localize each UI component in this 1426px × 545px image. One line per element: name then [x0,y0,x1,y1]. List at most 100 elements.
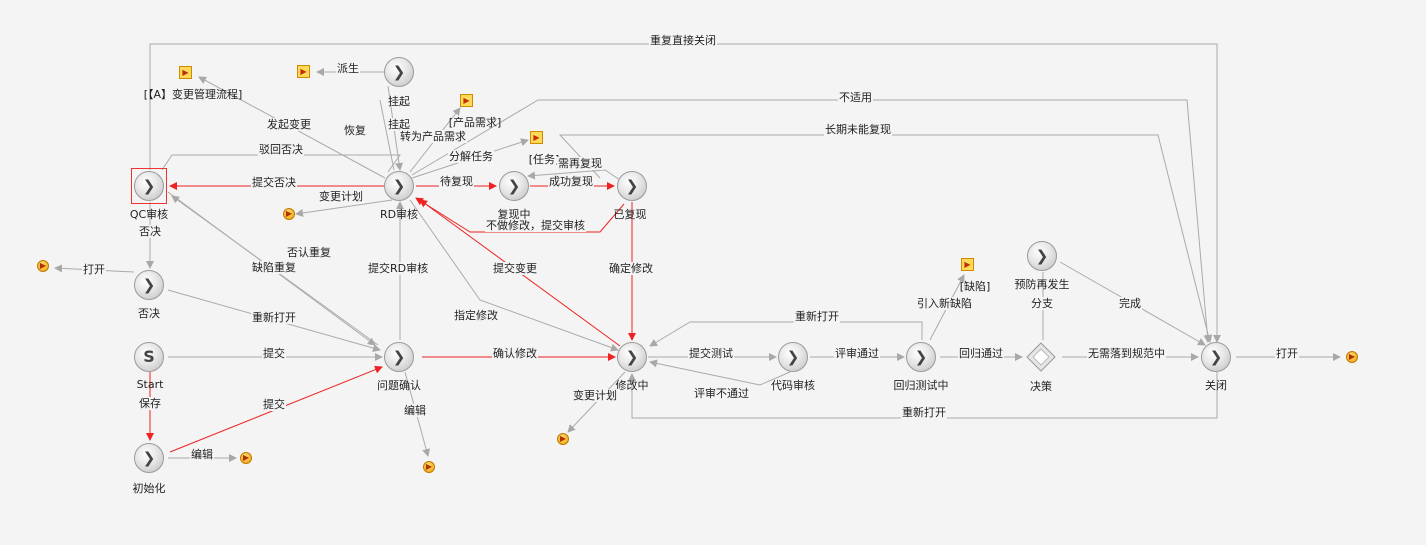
edge-assign-fix[interactable] [409,199,619,352]
chevron-right-icon: ❯ [392,62,406,81]
edge-label-edit-2: 编辑 [403,404,427,417]
edge-label-submit-test: 提交测试 [688,347,734,360]
label-task: [任务] [528,153,560,166]
edge-need-repro[interactable] [527,169,621,181]
selection-highlight [131,168,167,204]
edge-label-long-term: 长期未能复现 [824,123,892,136]
edge-no-fix-submit[interactable] [415,197,625,233]
edge-resume[interactable] [379,99,395,171]
edge-label-open-close: 打开 [1275,347,1299,360]
chevron-right-icon: ❯ [1035,246,1049,265]
subprocess-derive-icon[interactable]: ▶ [297,65,310,78]
node-init[interactable]: ❯ [134,443,164,473]
node-rejected[interactable]: ❯ [134,270,164,300]
edge-label-deny-repeat: 否认重复 [286,246,332,259]
label-reproduced: 已复现 [613,208,647,221]
node-closed[interactable]: ❯ [1201,342,1231,372]
node-code-review[interactable]: ❯ [778,342,808,372]
node-rd-review[interactable]: ❯ [384,171,414,201]
edge-label-repro-ok: 成功复现 [548,175,594,188]
label-start: Start [136,378,164,391]
chevron-right-icon: ❯ [1209,347,1223,366]
edge-label-change-plan-rd: 变更计划 [318,190,364,203]
edge-label-no-need: 无需落到规范中 [1087,347,1166,360]
label-product-req: [产品需求] [448,116,502,129]
subprocess-change-mgmt-icon[interactable]: ▶ [179,66,192,79]
edge-label-edit-1: 编辑 [190,448,214,461]
edge-label-reopen-2: 重新打开 [794,310,840,323]
edge-reject-back[interactable] [161,154,401,173]
node-fixing[interactable]: ❯ [617,342,647,372]
edge-label-open-r: 打开 [82,263,106,276]
edge-label-to-product-req: 转为产品需求 [399,130,467,143]
node-reproduced[interactable]: ❯ [617,171,647,201]
chevron-right-icon: ❯ [142,448,156,467]
edge-label-wait-repro: 待复现 [439,175,474,188]
label-code-review: 代码审核 [771,379,815,392]
chevron-right-icon: ❯ [914,347,928,366]
edge-label-submit-1: 提交 [262,347,286,360]
chevron-right-icon: ❯ [392,176,406,195]
edge-label-not-applicable: 不适用 [838,91,873,104]
edge-label-submit-reject: 提交否决 [251,176,297,189]
subprocess-task-icon[interactable]: ▶ [530,131,543,144]
chevron-right-icon: ❯ [625,347,639,366]
node-qc-review[interactable]: ❯ [134,171,164,201]
terminal-open-reject-icon[interactable]: ▶ [37,260,49,272]
edge-label-reopen-1: 重新打开 [251,311,297,324]
node-issue-confirm[interactable]: ❯ [384,342,414,372]
node-decision[interactable] [1026,342,1056,372]
edge-label-derive: 派生 [336,62,360,75]
terminal-change-plan-icon[interactable]: ▶ [283,208,295,220]
edge-label-repeat-close: 重复直接关闭 [649,34,717,47]
edge-label-confirm-fix: 确认修改 [492,347,538,360]
chevron-right-icon: ❯ [142,275,156,294]
edge-label-branch: 分支 [1030,297,1054,310]
edge-label-introduce-defect: 引入新缺陷 [916,297,973,310]
edge-label-confirm-fix-r: 确定修改 [608,262,654,275]
label-rejected: 否决 [138,307,160,320]
edge-long-term[interactable] [558,134,1213,343]
edge-label-resume: 恢复 [343,124,367,137]
edge-label-reopen-3: 重新打开 [901,406,947,419]
edge-label-review-pass: 评审通过 [834,347,880,360]
edge-label-submit-2: 提交 [262,398,286,411]
edge-review-fail[interactable] [649,359,791,386]
terminal-edit-issue-icon[interactable]: ▶ [423,461,435,473]
label-rd-review: RD审核 [379,208,419,221]
label-reproducing: 复现中 [497,208,531,221]
label-suspend: 挂起 [388,95,410,108]
label-issue-confirm: 问题确认 [377,379,421,392]
terminal-edit-init-icon[interactable]: ▶ [240,452,252,464]
diamond-icon [1026,342,1056,372]
edge-label-submit-change: 提交变更 [492,262,538,275]
node-reproducing[interactable]: ❯ [499,171,529,201]
node-regression[interactable]: ❯ [906,342,936,372]
chevron-right-icon: ❯ [142,176,156,195]
label-closed: 关闭 [1205,379,1227,392]
edge-label-need-repro: 需再复现 [557,157,603,170]
label-change-mgmt: [【A】变更管理流程] [143,88,243,101]
node-prevent[interactable]: ❯ [1027,241,1057,271]
subprocess-product-req-icon[interactable]: ▶ [460,94,473,107]
edge-label-reject-1: 否决 [138,225,162,238]
subprocess-defect-icon[interactable]: ▶ [961,258,974,271]
node-start[interactable]: S [134,342,164,372]
chevron-right-icon: ❯ [786,347,800,366]
terminal-open-close-icon[interactable]: ▶ [1346,351,1358,363]
terminal-change-plan-fix-icon[interactable]: ▶ [557,433,569,445]
edge-label-submit-rd: 提交RD审核 [367,262,430,275]
edge-label-defect-repeat: 缺陷重复 [251,261,297,274]
label-init: 初始化 [132,482,166,495]
label-prevent: 预防再发生 [1014,278,1070,291]
edge-label-reject-back: 驳回否决 [258,143,304,156]
edge-change-plan-rd[interactable] [295,199,393,217]
chevron-right-icon: ❯ [507,176,521,195]
edge-label-start-change: 发起变更 [266,118,312,131]
edge-label-change-plan-fix: 变更计划 [572,389,618,402]
edge-change-plan-fix[interactable] [567,371,626,433]
edge-label-done: 完成 [1118,297,1142,310]
node-suspend[interactable]: ❯ [384,57,414,87]
